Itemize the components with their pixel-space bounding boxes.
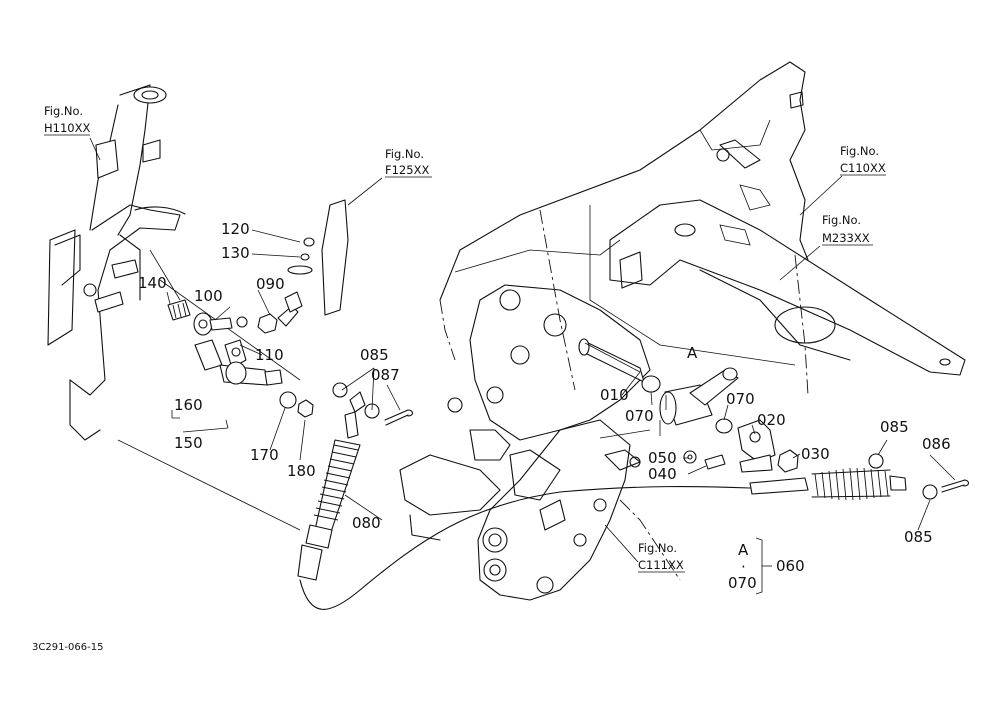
set-group: A · 070 060 <box>728 537 805 595</box>
set-group-dot: · <box>741 558 746 576</box>
part-label-087: 087 <box>371 366 400 384</box>
part-label-090: 090 <box>256 275 285 293</box>
view-marker-a: A <box>687 344 698 362</box>
set-group-bottom: 070 <box>728 574 757 592</box>
fig-ref-c110: Fig.No. C110XX <box>840 144 886 176</box>
fig-ref-f125-line2: F125XX <box>385 163 429 177</box>
right-lever-assembly <box>299 338 970 610</box>
fig-ref-f125-line1: Fig.No. <box>385 147 424 161</box>
part-label-080: 080 <box>352 514 381 532</box>
left-lever-assembly <box>47 84 414 581</box>
part-label-050: 050 <box>648 449 677 467</box>
part-label-140: 140 <box>138 274 167 292</box>
fig-ref-m233-line1: Fig.No. <box>822 213 861 227</box>
fig-ref-c111: Fig.No. C111XX <box>638 541 685 573</box>
part-label-085-left: 085 <box>360 346 389 364</box>
part-label-085-right-bottom: 085 <box>904 528 933 546</box>
leader-lines <box>89 137 956 563</box>
part-label-070-left: 070 <box>625 407 654 425</box>
fig-ref-f125: Fig.No. F125XX <box>385 147 432 178</box>
part-labels: 010 020 030 040 050 070 070 080 085 085 … <box>138 220 951 546</box>
part-label-100: 100 <box>194 287 223 305</box>
part-label-010: 010 <box>600 386 629 404</box>
part-label-085-right-top: 085 <box>880 418 909 436</box>
part-label-030: 030 <box>801 445 830 463</box>
bracket-plate <box>589 199 966 376</box>
fig-ref-m233-line2: M233XX <box>822 231 870 245</box>
part-label-110: 110 <box>255 346 284 364</box>
figure-code: 3C291-066-15 <box>32 642 103 653</box>
fig-ref-c111-line1: Fig.No. <box>638 541 677 555</box>
part-label-020: 020 <box>757 411 786 429</box>
part-label-160: 160 <box>174 396 203 414</box>
part-label-070-right: 070 <box>726 390 755 408</box>
set-group-bracket <box>755 537 763 595</box>
transmission-housing <box>399 61 809 601</box>
part-label-130: 130 <box>221 244 250 262</box>
fig-ref-c110-line2: C110XX <box>840 161 886 175</box>
set-group-top: A <box>738 541 749 559</box>
fig-ref-h110-line1: Fig.No. <box>44 104 83 118</box>
part-label-180: 180 <box>287 462 316 480</box>
set-group-number: 060 <box>776 557 805 575</box>
fig-ref-h110: Fig.No. H110XX <box>44 104 90 136</box>
fig-ref-h110-line2: H110XX <box>44 121 90 135</box>
fig-ref-m233: Fig.No. M233XX <box>822 213 873 246</box>
part-label-150: 150 <box>174 434 203 452</box>
fig-ref-c110-line1: Fig.No. <box>840 144 879 158</box>
fig-ref-c111-line2: C111XX <box>638 558 684 572</box>
part-label-086: 086 <box>922 435 951 453</box>
part-label-120: 120 <box>221 220 250 238</box>
part-label-040: 040 <box>648 465 677 483</box>
part-label-170: 170 <box>250 446 279 464</box>
